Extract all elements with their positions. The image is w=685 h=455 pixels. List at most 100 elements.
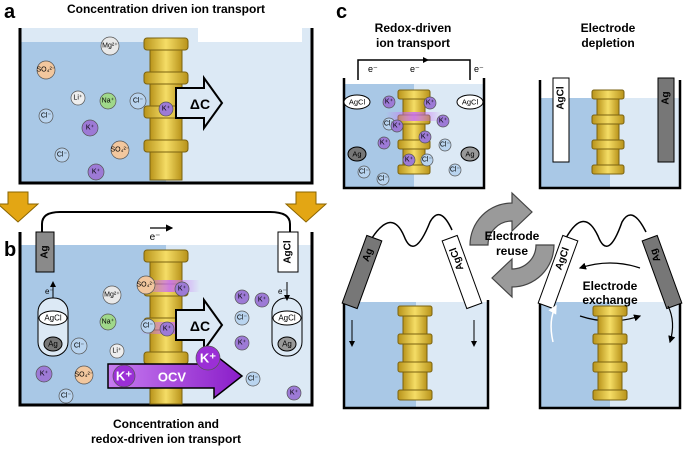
k-ion-label: K⁺ [40, 371, 49, 378]
depletion-agcl-label: AgCl [556, 86, 567, 110]
na-ion: Na⁺ [99, 313, 117, 331]
cl-ion-label: Cl⁻ [57, 152, 68, 159]
cl-ion-label: Cl⁻ [74, 343, 85, 350]
cl-ion: Cl⁻ [140, 318, 156, 334]
k-ion: K⁺ [174, 281, 190, 297]
exchange-ag-label: Ag [648, 247, 663, 263]
cl-ion-label: Cl⁻ [422, 157, 433, 164]
na-ion: Na⁺ [99, 92, 117, 110]
so4-ion: SO₄²⁻ [111, 140, 130, 160]
k-ion-label: K⁺ [163, 326, 172, 333]
k-ion-label: K⁺ [380, 140, 389, 147]
ag-electrode-label-b: Ag [40, 245, 51, 258]
k-ion: K⁺ [402, 153, 416, 167]
redox-ag-left: Ag [352, 150, 361, 159]
agcl-node-b-right: AgCl [278, 314, 296, 323]
panel-b-caption-2: redox-driven ion transport [91, 432, 241, 446]
redox-agcl-left: AgCl [349, 98, 366, 107]
k-ion-label: K⁺ [393, 123, 402, 130]
depletion-membrane [591, 89, 625, 175]
na-ion-label: Na⁺ [102, 319, 115, 326]
tank-a [18, 28, 314, 185]
k-ion: K⁺ [195, 345, 221, 371]
cl-ion-label: Cl⁻ [359, 169, 370, 176]
electron-flow-b: e⁻ [150, 224, 174, 243]
redox-agcl-right: AgCl [462, 98, 479, 107]
cl-ion: Cl⁻ [245, 371, 261, 387]
redox-electron-3: e⁻ [474, 64, 484, 74]
k-ion-label: K⁺ [178, 286, 187, 293]
li-ion: Li⁺ [109, 343, 125, 359]
k-ion: K⁺ [159, 321, 175, 337]
k-ion-label: K⁺ [238, 294, 247, 301]
depletion-ag-label: Ag [661, 91, 672, 104]
cl-ion-label: Cl⁻ [143, 323, 154, 330]
reuse-membrane [397, 305, 433, 401]
k-ion: K⁺ [35, 365, 53, 383]
redox-glow [386, 112, 442, 121]
k-ion-label: K⁺ [258, 297, 267, 304]
k-ion-label: K⁺ [426, 100, 435, 107]
k-ion-label: K⁺ [92, 169, 101, 176]
electron-b-right: e⁻ [278, 287, 287, 296]
so4-ion: SO₄²⁻ [75, 365, 94, 385]
down-arrow-left [0, 191, 40, 223]
down-arrow-right [284, 191, 328, 223]
cl-ion: Cl⁻ [58, 388, 74, 404]
cl-ion: Cl⁻ [357, 165, 371, 179]
panel-b-letter: b [4, 239, 16, 261]
so4-ion-label: SO₄²⁻ [111, 147, 130, 154]
redox-cell: e⁻ e⁻ e⁻ AgCl Ag AgCl Ag [342, 57, 486, 190]
li-ion-label: Li⁺ [73, 95, 82, 102]
electron-label-b: e⁻ [150, 232, 161, 243]
na-ion-label: Na⁺ [102, 98, 115, 105]
cl-ion-label: Cl⁻ [237, 315, 248, 322]
cl-ion: Cl⁻ [420, 153, 434, 167]
k-ion-label: K⁺ [290, 390, 299, 397]
electron-b-left: e⁻ [45, 287, 54, 296]
k-ion: K⁺ [254, 292, 270, 308]
agcl-electrode-label-b: AgCl [283, 240, 294, 264]
k-ion: K⁺ [390, 119, 404, 133]
so4-ion: SO₄²⁻ [37, 60, 56, 80]
agcl-electrode-b: AgCl [277, 231, 299, 273]
mg-ion: Mg²⁺ [100, 36, 120, 56]
delta-c-arrow-b: ΔC [175, 296, 224, 354]
so4-ion-label: SO₄²⁻ [137, 282, 156, 289]
so4-ion-label: SO₄²⁻ [75, 372, 94, 379]
k-ion: K⁺ [87, 163, 105, 181]
cl-ion: Cl⁻ [376, 172, 390, 186]
left-reaction-b: AgCl Ag e⁻ [37, 281, 69, 357]
agcl-node-b-left: AgCl [44, 314, 62, 323]
cl-ion-label: Cl⁻ [440, 142, 451, 149]
redox-title-1: Redox-driven [375, 21, 452, 35]
k-ion: K⁺ [382, 95, 396, 109]
reuse-label-1: Electrode [485, 229, 540, 243]
so4-ion-label: SO₄²⁻ [37, 67, 56, 74]
k-ion: K⁺ [81, 119, 99, 137]
k-ion-label: K⁺ [439, 118, 448, 125]
mg-ion: Mg²⁺ [102, 285, 122, 305]
delta-c-label-b: ΔC [190, 318, 210, 334]
k-ion: K⁺ [436, 114, 450, 128]
panel-a-title: Concentration driven ion transport [67, 2, 265, 16]
exchange-membrane [592, 305, 628, 401]
cl-ion: Cl⁻ [129, 92, 147, 110]
cl-ion: Cl⁻ [70, 337, 88, 355]
cl-ion: Cl⁻ [54, 147, 70, 163]
panel-b-caption-1: Concentration and [113, 417, 219, 431]
cl-ion: Cl⁻ [438, 138, 452, 152]
k-ion: K⁺ [234, 289, 250, 305]
cl-ion-label: Cl⁻ [450, 167, 461, 174]
k-ion-label: K⁺ [162, 106, 171, 113]
k-ion: K⁺ [377, 136, 391, 150]
depletion-title-2: depletion [581, 36, 634, 50]
delta-c-arrow-a: ΔC [175, 74, 224, 132]
redox-ag-right: Ag [465, 150, 474, 159]
ag-electrode-b: Ag [35, 231, 55, 273]
k-ion: K⁺ [234, 335, 250, 351]
right-reaction-b: AgCl Ag e⁻ [271, 282, 303, 357]
cl-ion-label: Cl⁻ [384, 121, 395, 128]
redox-electron-2: e⁻ [410, 64, 420, 74]
